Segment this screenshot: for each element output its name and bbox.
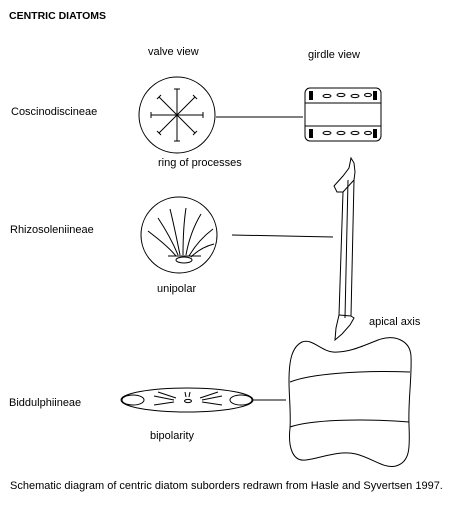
rhizosoleniineae-valve-view <box>141 197 217 273</box>
ring-of-processes <box>151 89 203 141</box>
coscinodiscineae-girdle-view <box>305 88 381 141</box>
biddulphiineae-valve-view <box>121 388 253 412</box>
biddulphiineae-girdle-view <box>289 338 411 467</box>
coscinodiscineae-valve-view <box>139 77 215 153</box>
rhizosoleniineae-girdle-view <box>334 158 355 340</box>
connector-rhizosoleniineae <box>232 235 333 237</box>
